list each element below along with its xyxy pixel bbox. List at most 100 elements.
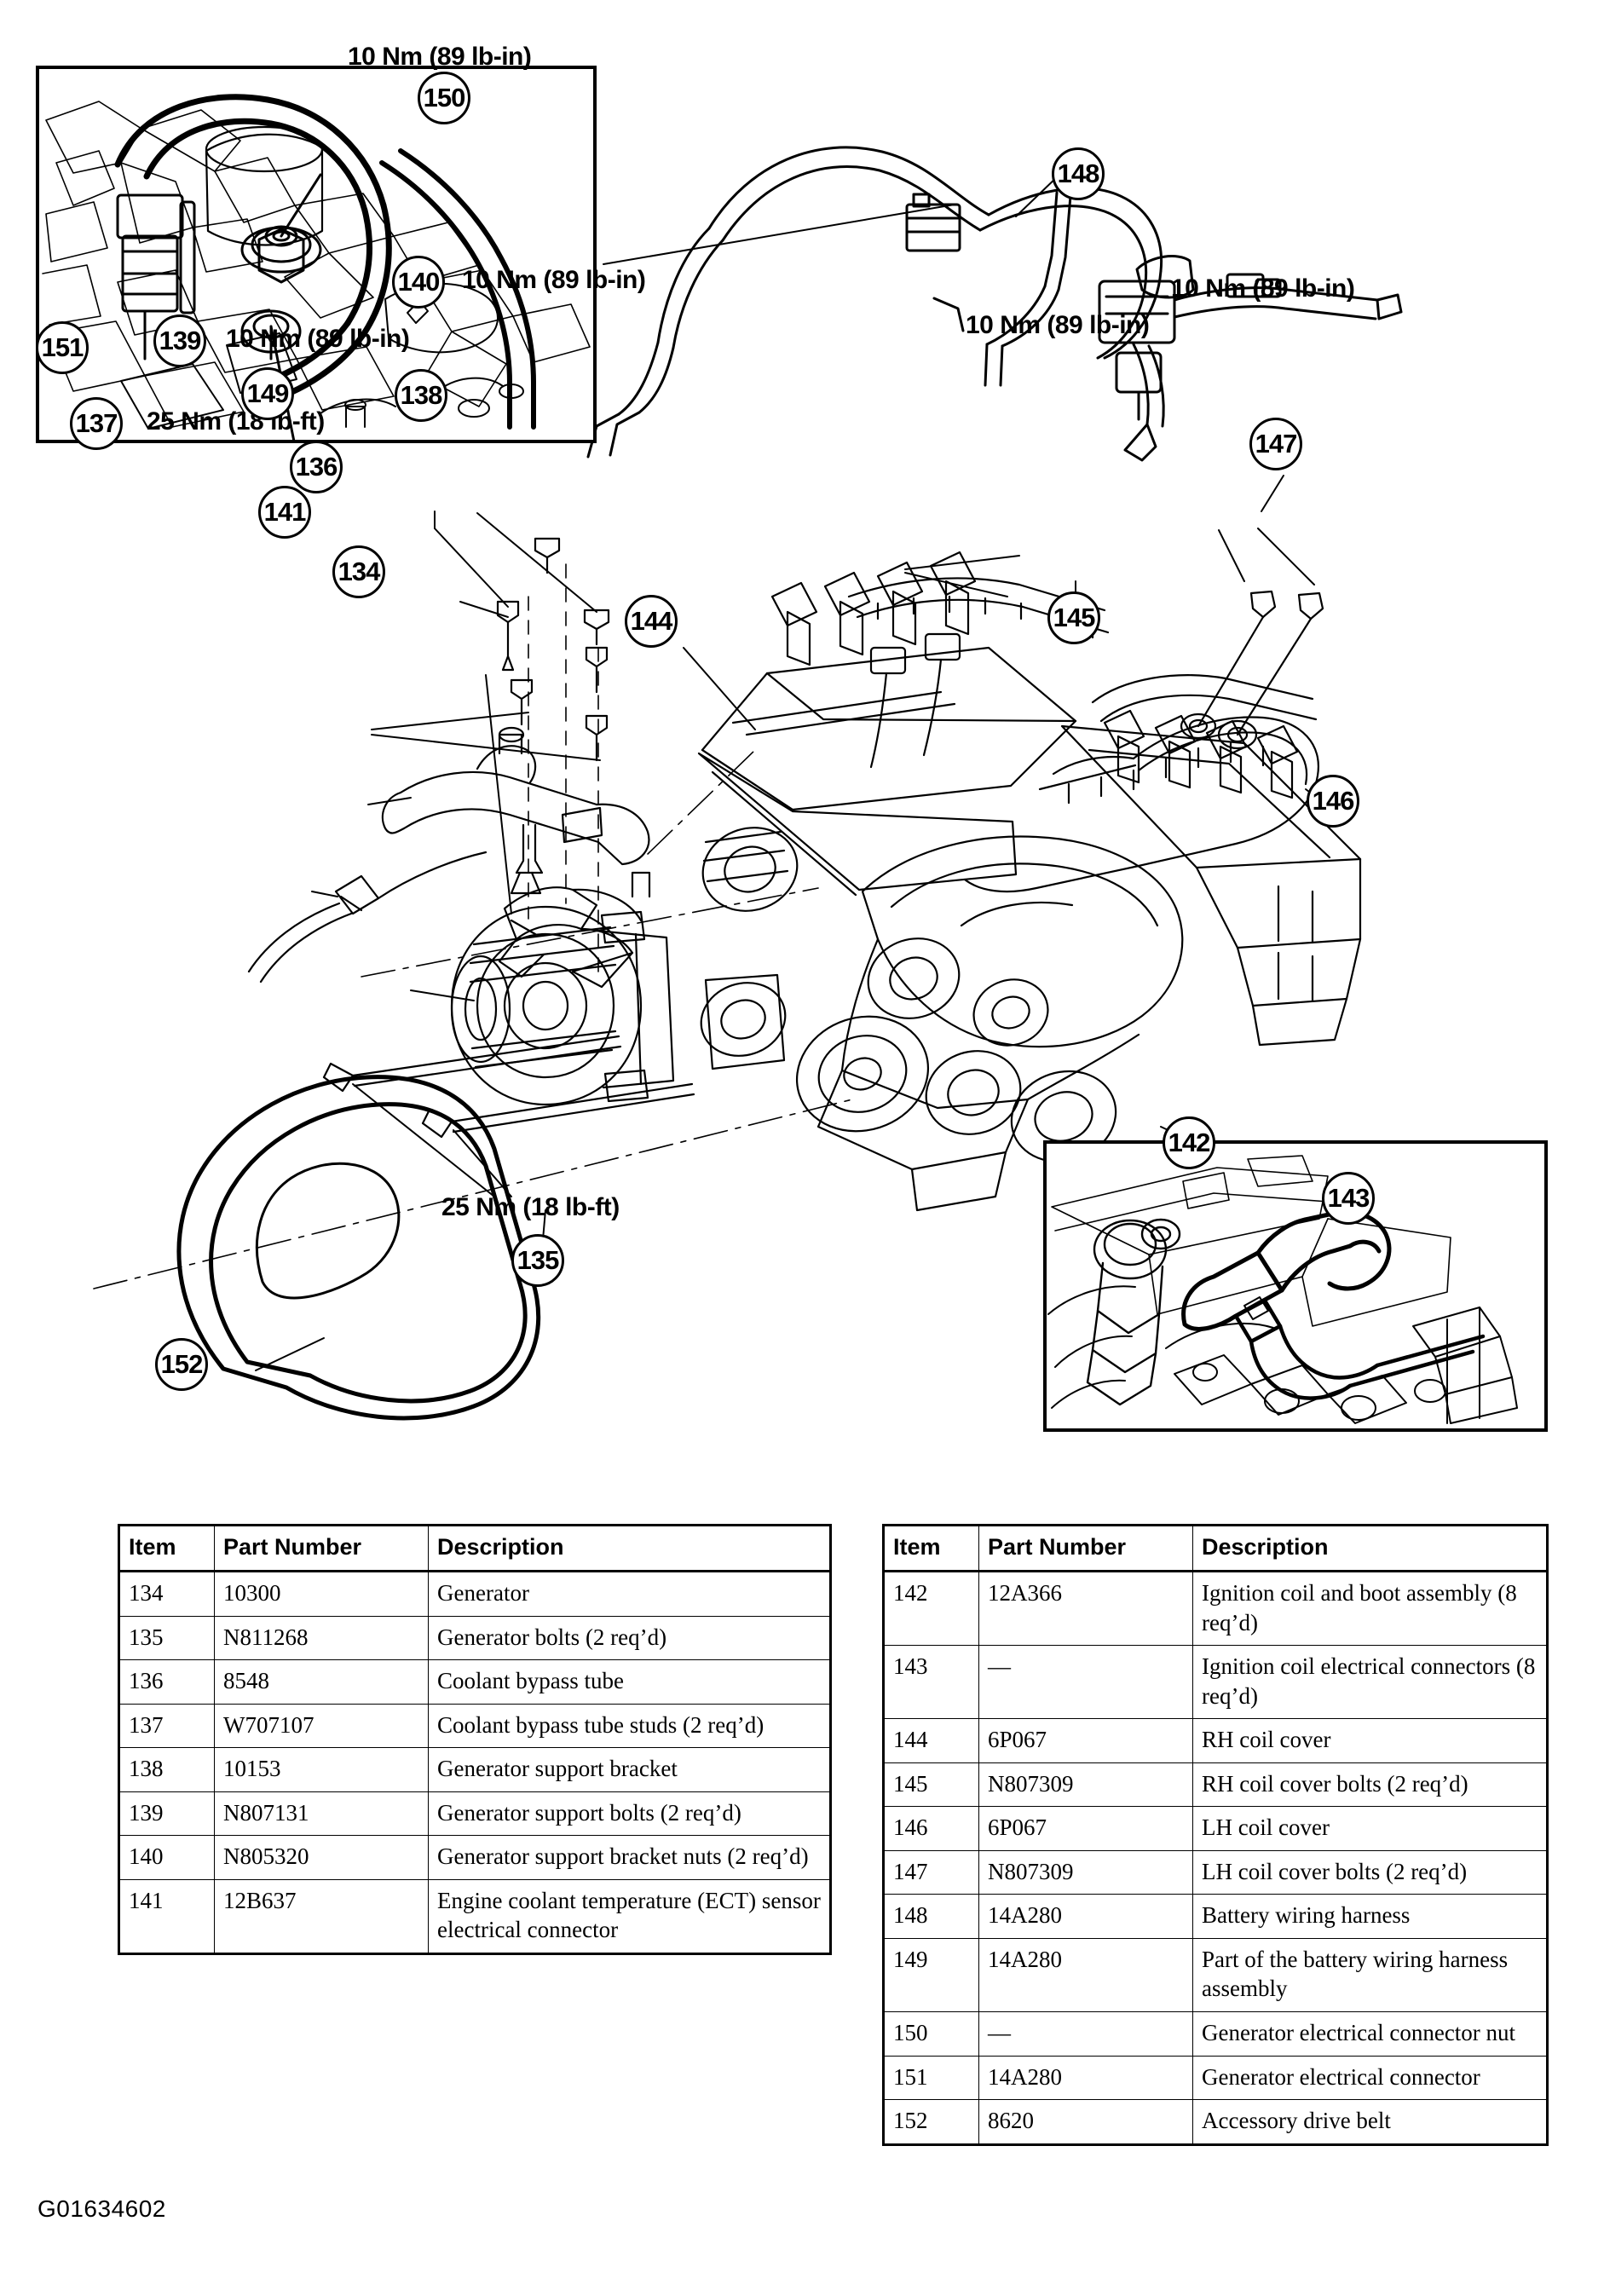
table-row: 144 6P067 RH coil cover [883,1718,1548,1763]
cell-item: 142 [883,1570,979,1647]
callout-146[interactable]: 146 [1307,775,1359,828]
callout-138[interactable]: 138 [395,369,447,422]
cell-description: Ignition coil electrical connectors (8 r… [1192,1645,1548,1720]
cell-description: Generator [428,1571,831,1617]
cell-item: 141 [118,1878,215,1954]
callout-145[interactable]: 145 [1047,591,1100,644]
callout-151[interactable]: 151 [36,321,89,374]
accessory-drive-art [700,827,1117,1163]
cell-description: Generator electrical connector [1192,2055,1548,2101]
header-item: Item [883,1525,979,1572]
table-row: 135 N811268 Generator bolts (2 req’d) [118,1615,831,1661]
cell-part-number: 14A280 [978,1894,1193,1939]
cell-part-number: 10153 [214,1747,429,1792]
ect-sensor-connector-art [247,851,488,984]
callout-152[interactable]: 152 [155,1338,208,1391]
cell-item: 134 [118,1571,215,1617]
callout-134[interactable]: 134 [332,545,385,598]
cell-description: Accessory drive belt [1192,2099,1548,2145]
callout-141[interactable]: 141 [258,486,311,539]
table-header-row: Item Part Number Description [118,1525,831,1572]
cell-item: 137 [118,1703,215,1749]
cell-part-number: 8548 [214,1659,429,1705]
torque-spec-147: 10 Nm (89 lb-in) [1171,274,1355,303]
exploded-view-diagram [93,146,1403,1421]
cell-part-number: N807309 [978,1849,1193,1895]
cell-part-number: — [978,1645,1193,1720]
parts-table-left: Item Part Number Description 134 10300 G… [118,1524,832,1955]
cell-item: 140 [118,1835,215,1880]
table-row: 136 8548 Coolant bypass tube [118,1659,831,1705]
coolant-bypass-tube-art [381,726,650,895]
table-row: 150 — Generator electrical connector nut [883,2011,1548,2057]
diagram-linework [93,146,1403,1421]
cell-description: Part of the battery wiring harness assem… [1192,1937,1548,2013]
cell-item: 144 [883,1718,979,1763]
cell-description: Battery wiring harness [1192,1894,1548,1939]
accessory-drive-belt-inner [256,1162,401,1300]
table-row: 141 12B637 Engine coolant temperature (E… [118,1878,831,1954]
callout-142[interactable]: 142 [1163,1116,1215,1169]
figure-code-label: G01634602 [38,2195,166,2222]
parts-table-right: Item Part Number Description 142 12A366 … [882,1524,1549,2146]
battery-wiring-harness-art [586,146,1403,462]
callout-135[interactable]: 135 [511,1234,564,1287]
cell-part-number: 14A280 [978,2055,1193,2101]
header-part-number: Part Number [214,1525,429,1572]
engine-block-art [697,674,1362,1212]
cell-item: 138 [118,1747,215,1792]
torque-spec-inset-150: 10 Nm (89 lb-in) [348,43,532,71]
torque-spec-139: 10 Nm (89 lb-in) [226,325,410,353]
cell-description: RH coil cover [1192,1718,1548,1763]
callout-149[interactable]: 149 [241,367,294,420]
callout-150[interactable]: 150 [418,72,470,124]
cell-part-number: 12B637 [214,1878,429,1954]
callout-148[interactable]: 148 [1052,147,1105,200]
callout-147[interactable]: 147 [1249,418,1302,470]
cell-item: 139 [118,1791,215,1837]
cell-description: Generator support bracket [428,1747,831,1792]
table-row: 140 N805320 Generator support bracket nu… [118,1835,831,1880]
cell-item: 148 [883,1894,979,1939]
table-row: 152 8620 Accessory drive belt [883,2099,1548,2145]
cell-part-number: N811268 [214,1615,429,1661]
table-header-row: Item Part Number Description [883,1525,1548,1572]
cell-part-number: N805320 [214,1835,429,1880]
cell-part-number: — [978,2011,1193,2057]
cell-description: Coolant bypass tube studs (2 req’d) [428,1703,831,1749]
torque-spec-145: 10 Nm (89 lb-in) [966,311,1150,339]
table-row: 147 N807309 LH coil cover bolts (2 req’d… [883,1849,1548,1895]
cell-part-number: 10300 [214,1571,429,1617]
callout-143[interactable]: 143 [1322,1172,1375,1225]
table-row: 146 6P067 LH coil cover [883,1806,1548,1851]
cell-description: LH coil cover bolts (2 req’d) [1192,1849,1548,1895]
table-row: 142 12A366 Ignition coil and boot assemb… [883,1570,1548,1647]
callout-137[interactable]: 137 [70,397,123,450]
cell-item: 147 [883,1849,979,1895]
cell-description: Generator electrical connector nut [1192,2011,1548,2057]
generator-support-bracket-art [498,886,643,989]
torque-spec-140: 10 Nm (89 lb-in) [462,266,646,294]
table-row: 151 14A280 Generator electrical connecto… [883,2055,1548,2101]
table-row: 145 N807309 RH coil cover bolts (2 req’d… [883,1762,1548,1808]
header-item: Item [118,1525,215,1572]
accessory-drive-belt-art [176,1075,541,1421]
rh-coil-cover-art [701,551,1110,811]
lh-coil-cover-art [963,590,1324,893]
callout-140[interactable]: 140 [392,256,445,309]
callout-139[interactable]: 139 [153,314,206,367]
table-row: 148 14A280 Battery wiring harness [883,1894,1548,1939]
cell-part-number: 14A280 [978,1937,1193,2013]
generator-bolts-art [322,1035,695,1139]
table-row: 143 — Ignition coil electrical connector… [883,1645,1548,1720]
fasteners-art [496,537,610,983]
inset-generator-connector-detail [36,66,597,443]
callout-136[interactable]: 136 [290,441,343,493]
cell-item: 146 [883,1806,979,1851]
cell-part-number: N807131 [214,1791,429,1837]
inset-ignition-coil-detail [1043,1140,1548,1432]
cell-item: 149 [883,1937,979,2013]
cell-item: 136 [118,1659,215,1705]
cell-part-number: 6P067 [978,1718,1193,1763]
callout-144[interactable]: 144 [625,595,678,648]
